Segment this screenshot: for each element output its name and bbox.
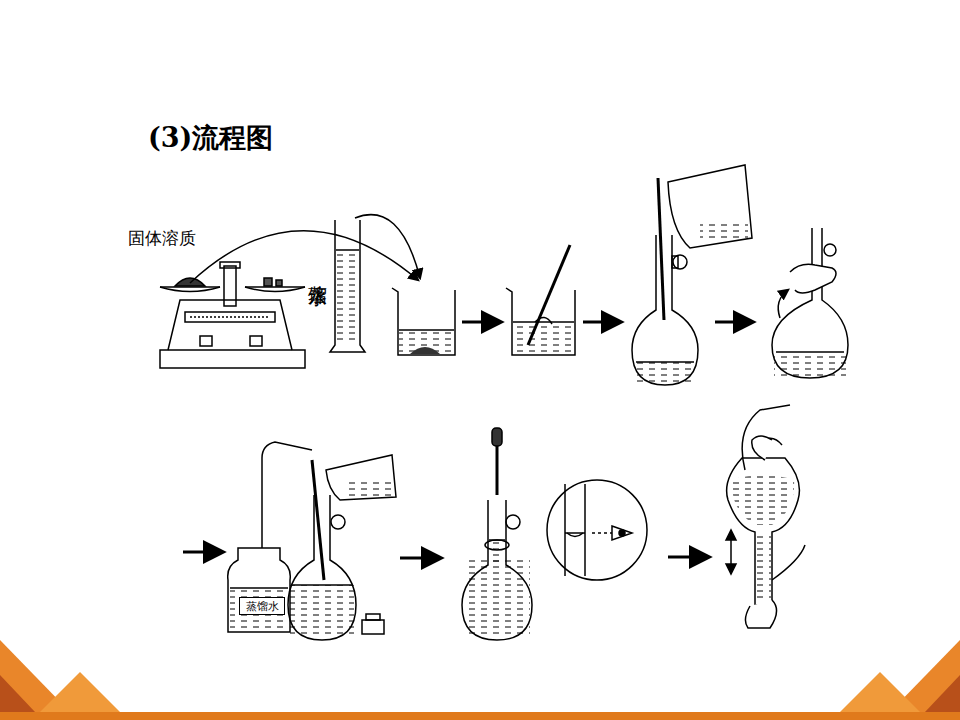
water-label: 蒸馏水 [309,270,328,273]
step-arrow [183,551,222,554]
beaker-stirring [506,245,575,355]
label-text: 蒸馏水 [246,601,279,612]
slide-title: (3)流程图 [148,124,273,151]
step-arrow [462,321,500,324]
footer-decoration [0,640,960,720]
volumetric-flask-dropper [462,428,532,640]
eye-level-zoom [547,480,647,580]
step-arrow [715,321,752,324]
balance [160,262,305,368]
solute-label: 固体溶质 [128,230,196,247]
transfer-arrow [190,231,418,283]
swirling-flask [772,228,848,378]
pour-arrow [355,215,420,278]
volumetric-flask-rinse [288,455,396,640]
bottle-label: 蒸馏水 [239,597,285,615]
volumetric-flask-transfer [632,165,752,385]
step-arrow [583,321,620,324]
step-arrow [668,556,708,559]
step-arrow [400,557,440,560]
beaker [392,288,455,355]
graduated-cylinder [330,220,365,352]
inverting-flask [726,405,805,628]
